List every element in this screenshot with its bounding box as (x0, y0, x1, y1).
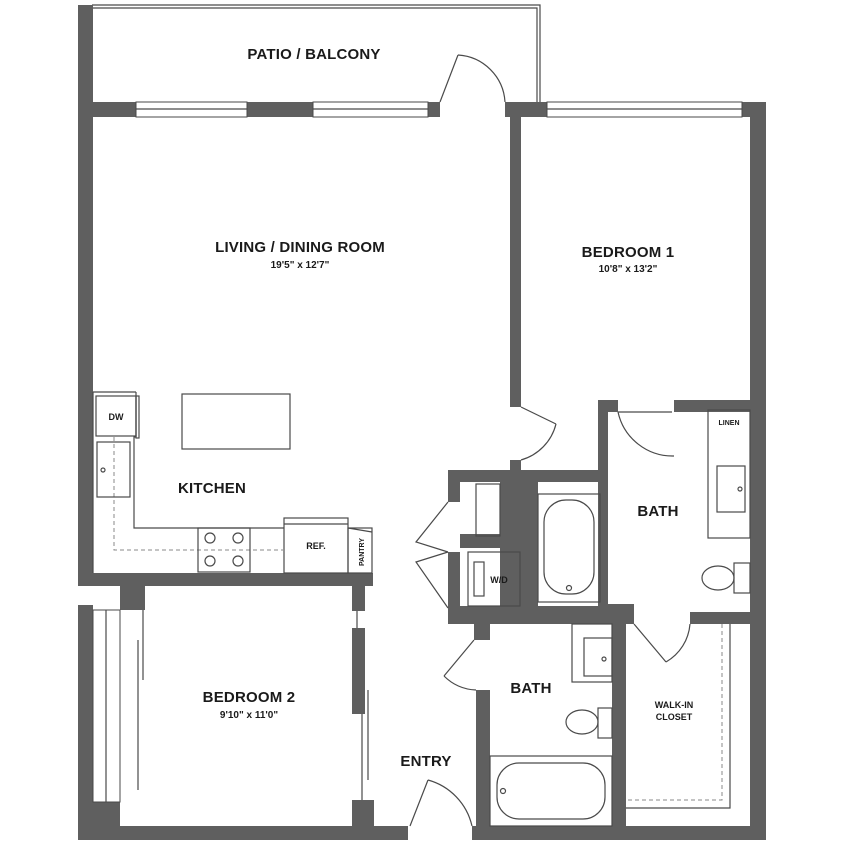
washer-dryer (467, 551, 521, 607)
dishwasher-label: DW (109, 412, 124, 422)
laundry-shelf (475, 483, 501, 537)
bedroom2-label: BEDROOM 2 (203, 689, 296, 706)
hall-bath-tub (489, 755, 613, 827)
kitchen-label: KITCHEN (178, 480, 246, 497)
linen-label: LINEN (719, 420, 740, 427)
main-bath-tub (537, 493, 601, 603)
main-bath-toilet (701, 562, 751, 594)
bedroom1-dims: 10'8" x 13'2" (599, 264, 658, 275)
windows (92, 101, 743, 803)
patio-label: PATIO / BALCONY (247, 46, 380, 63)
main-bath-vanity (707, 409, 751, 539)
cooktop (197, 527, 251, 573)
walkin-closet-label-1: WALK-IN (655, 700, 694, 710)
main-bath-label: BATH (637, 503, 678, 520)
bedroom2-dims: 9'10" x 11'0" (220, 710, 278, 721)
dishwasher (95, 395, 137, 437)
hall-bath-toilet (565, 707, 613, 739)
walkin-closet-label-2: CLOSET (656, 712, 693, 722)
patio-railing (92, 4, 541, 102)
bedroom1-label: BEDROOM 1 (582, 244, 675, 261)
washer-dryer-label: W/D (490, 575, 508, 585)
living-room-label: LIVING / DINING ROOM (215, 239, 385, 256)
kitchen-island (181, 393, 291, 450)
pantry-label: PANTRY (359, 538, 366, 566)
walls (78, 5, 766, 840)
pantry (347, 527, 373, 574)
closet-shelving (626, 624, 731, 809)
living-room-dims: 19'5" x 12'7" (271, 260, 330, 271)
kitchen-sink (96, 441, 131, 498)
hall-bath-vanity (571, 623, 613, 683)
doors (137, 54, 691, 827)
entry-label: ENTRY (400, 753, 451, 770)
refrigerator-label: REF. (306, 541, 326, 551)
hall-bath-label: BATH (510, 680, 551, 697)
